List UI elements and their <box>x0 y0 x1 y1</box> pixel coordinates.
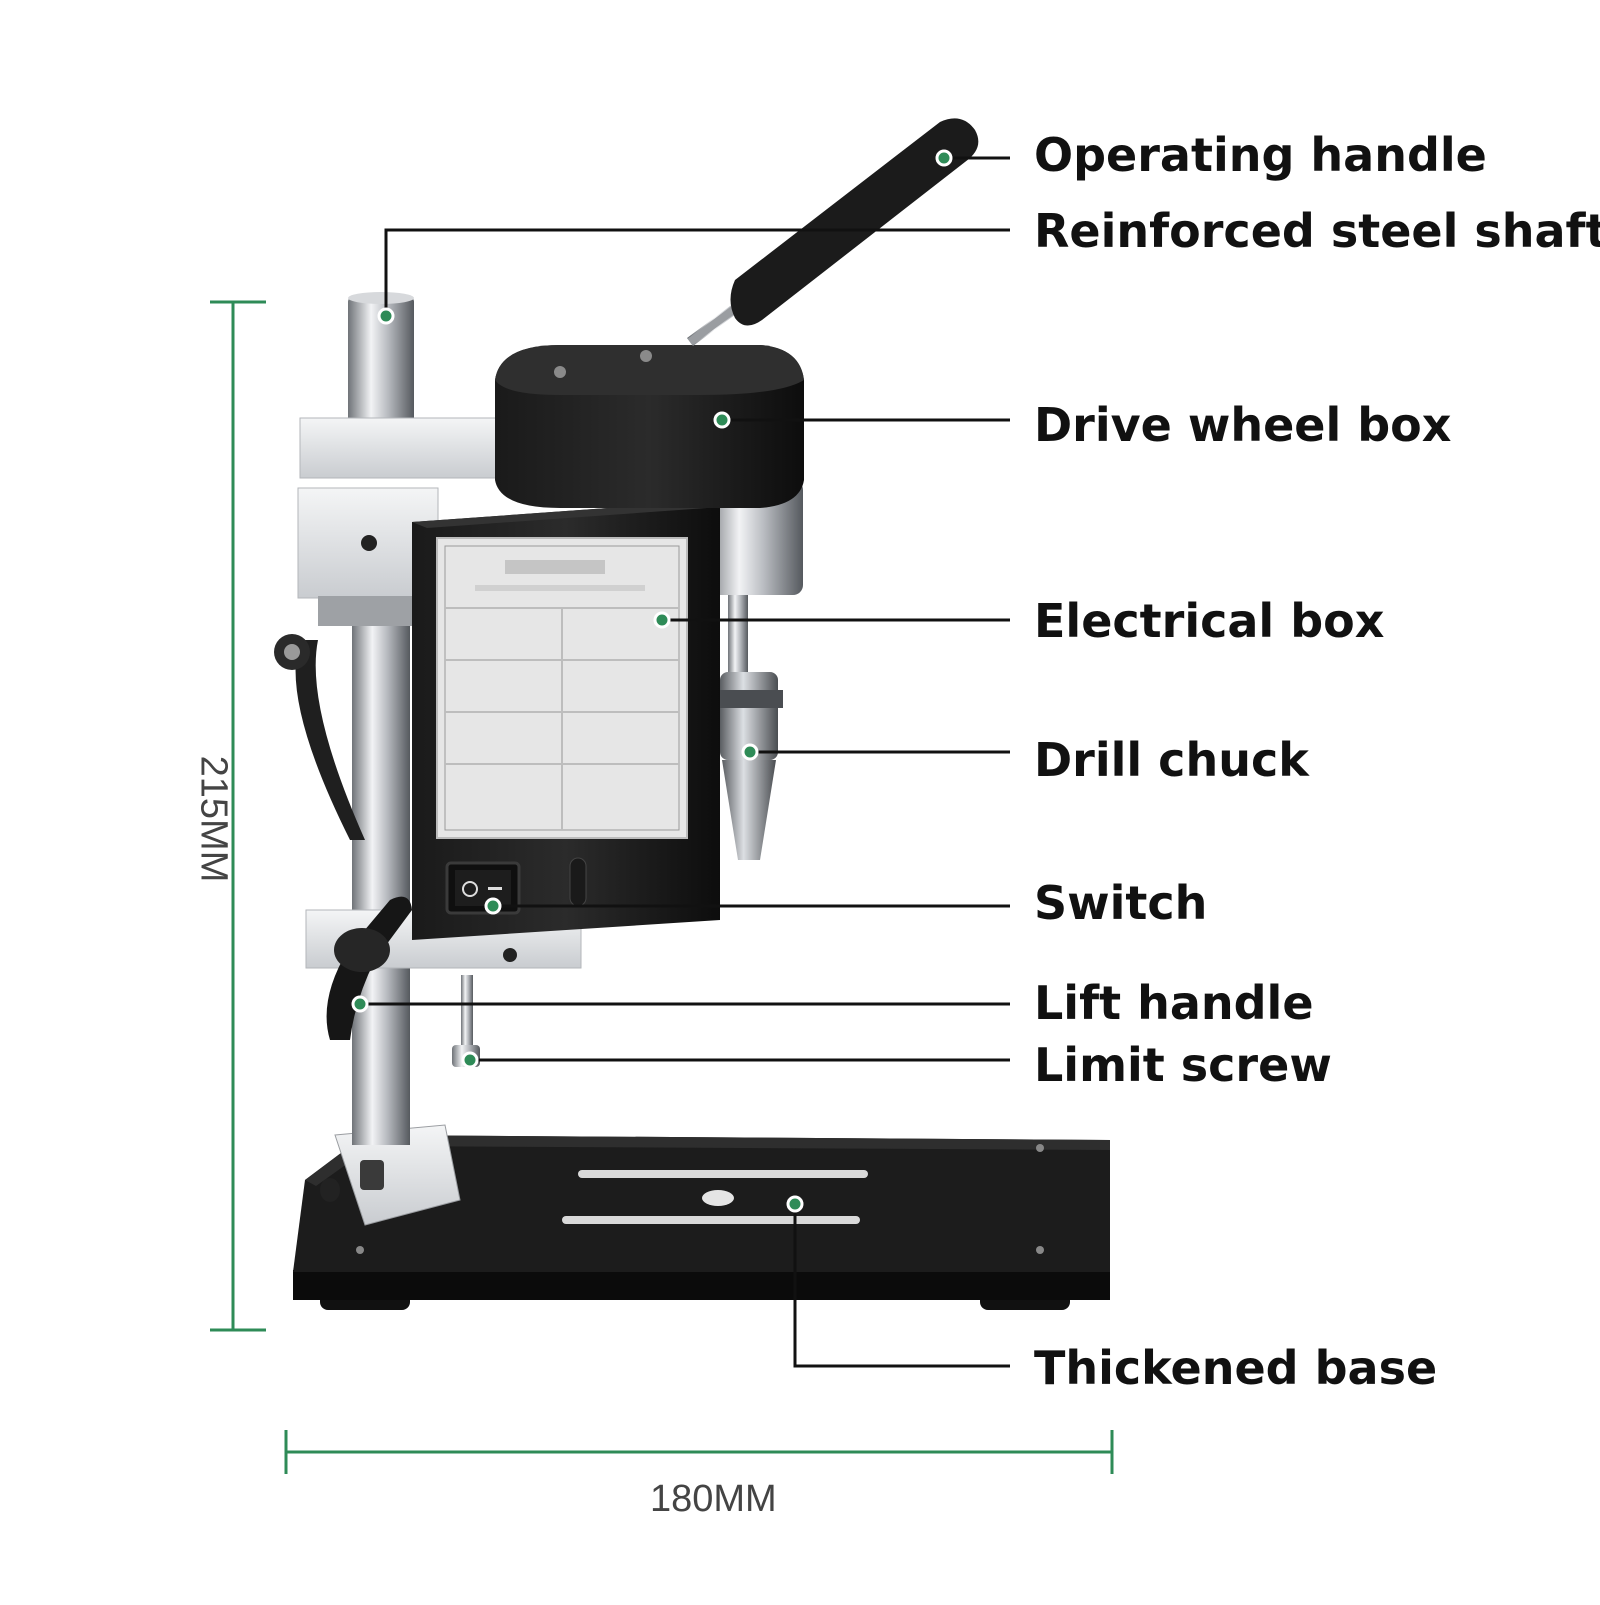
marker-dot-thickened-base <box>786 1195 804 1213</box>
leader-line-reinforced-steel-shaft <box>384 228 1010 316</box>
label-drill-chuck: Drill chuck <box>1034 733 1309 787</box>
leader-lines <box>360 156 1010 1368</box>
marker-dot-reinforced-steel-shaft <box>377 307 395 325</box>
lift-handle-part <box>326 896 412 1040</box>
leader-line-thickened-base <box>793 1204 1010 1368</box>
marker-dot-drill-chuck <box>741 743 759 761</box>
dimension-height-label: 215MM <box>192 755 235 883</box>
label-limit-screw: Limit screw <box>1034 1038 1332 1092</box>
label-lift-handle: Lift handle <box>1034 976 1314 1030</box>
column-clamp <box>320 1124 461 1226</box>
marker-dots <box>351 149 953 1213</box>
lift-arm <box>295 640 365 840</box>
marker-dot-operating-handle <box>935 149 953 167</box>
marker-dot-switch <box>484 897 502 915</box>
label-thickened-base: Thickened base <box>1034 1341 1438 1395</box>
thickened-base-part <box>293 1135 1110 1310</box>
dimension-lines <box>210 300 1114 1474</box>
marker-dot-electrical-box <box>653 611 671 629</box>
motor-cylinder <box>705 480 803 595</box>
label-drive-wheel-box: Drive wheel box <box>1034 398 1452 452</box>
reinforced-steel-shaft-part <box>348 296 414 436</box>
label-electrical-box: Electrical box <box>1034 594 1385 648</box>
marker-dot-limit-screw <box>461 1051 479 1069</box>
dimension-width-label: 180MM <box>650 1478 777 1520</box>
steel-column <box>352 605 410 1145</box>
drive-wheel-box-part <box>495 345 804 508</box>
electrical-box-part <box>412 500 735 940</box>
operating-handle-part <box>687 118 979 347</box>
label-switch: Switch <box>1034 876 1208 930</box>
marker-dot-lift-handle <box>351 995 369 1013</box>
marker-dot-drive-wheel-box <box>713 411 731 429</box>
drill-chuck-part <box>715 672 783 860</box>
label-reinforced-steel-shaft: Reinforced steel shaft <box>1034 204 1600 258</box>
label-operating-handle: Operating handle <box>1034 128 1487 182</box>
